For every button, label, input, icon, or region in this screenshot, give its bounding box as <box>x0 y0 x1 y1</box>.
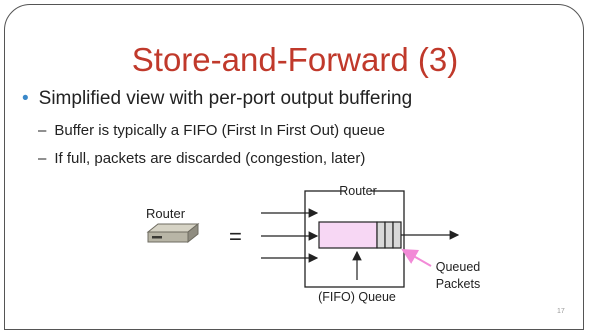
main-bullet-text: Simplified view with per-port output buf… <box>38 88 413 109</box>
sub-bullet-fifo-text: Buffer is typically a FIFO (First In Fir… <box>54 122 385 139</box>
router-device-icon <box>146 222 200 244</box>
packets-label-line2: Packets <box>436 277 480 291</box>
slide-title: Store-and-Forward (3) <box>131 41 459 78</box>
sub-bullet-full-text: If full, packets are discarded (congesti… <box>54 150 366 167</box>
main-bullet: • Simplified view with per-port output bu… <box>22 88 412 110</box>
queued-packets <box>376 221 402 249</box>
slide-frame <box>4 4 584 330</box>
dash-icon: – <box>38 122 47 139</box>
bullet-icon: • <box>22 88 29 109</box>
page-number: 17 <box>557 308 565 315</box>
sub-bullet-fifo: –Buffer is typically a FIFO (First In Fi… <box>38 122 385 140</box>
sub-bullet-full: –If full, packets are discarded (congest… <box>38 150 365 168</box>
queue-label: (FIFO) Queue <box>318 290 396 304</box>
fifo-queue <box>318 221 378 249</box>
packets-label-line1: Queued <box>436 260 481 274</box>
router-box-label: Router <box>339 184 377 198</box>
packets-pointer-arrow <box>401 249 432 267</box>
dash-icon: – <box>38 150 47 167</box>
equals-sign: = <box>229 224 242 249</box>
router-box-label-bg <box>346 184 370 198</box>
router-label: Router <box>146 206 186 221</box>
